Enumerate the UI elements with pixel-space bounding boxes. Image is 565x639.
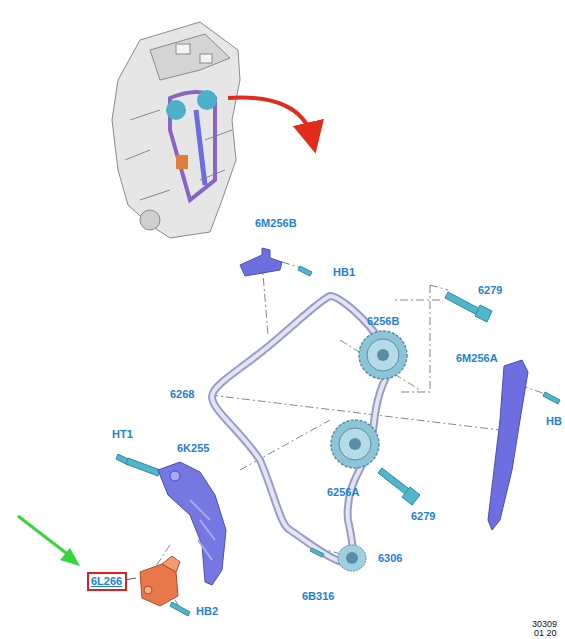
callout-number: HB2 (196, 605, 218, 618)
timing-chain (212, 296, 391, 562)
figure-code: 30309 (532, 619, 557, 629)
callout-number: HB1 (333, 266, 355, 279)
callout-number: HT1 (112, 428, 133, 441)
bolt (116, 266, 560, 616)
callout-number: 6B316 (302, 590, 334, 603)
chain-guide (240, 248, 528, 530)
callout-number: 6306 (378, 552, 402, 565)
callout-number: HB (546, 415, 562, 428)
assembly-lines (130, 262, 548, 608)
callout-number: 6279 (411, 510, 435, 523)
tensioner-arm (158, 462, 226, 585)
highlighted-callout: 6L266 (87, 572, 127, 591)
figure-code: 01 20 (534, 628, 557, 638)
crankshaft-sprocket (338, 545, 366, 571)
callout-number: 6256B (367, 315, 399, 328)
view-arrow (228, 98, 312, 138)
engine-block (112, 22, 240, 238)
callout-number: 6256A (327, 486, 359, 499)
callout-number: 6K255 (177, 442, 209, 455)
pointer-arrow (18, 516, 80, 566)
camshaft-sprocket-lower (331, 420, 379, 468)
engine-chain-drive (166, 90, 217, 200)
callout-number: 6L266 (91, 575, 123, 588)
callout-number: 6279 (478, 284, 502, 297)
callout-number: 6M256B (255, 217, 297, 230)
callout-number: 6M256A (456, 352, 498, 365)
callout-number: 6268 (170, 388, 194, 401)
camshaft-sprocket-upper (359, 331, 407, 379)
chain-tensioner (140, 556, 180, 606)
